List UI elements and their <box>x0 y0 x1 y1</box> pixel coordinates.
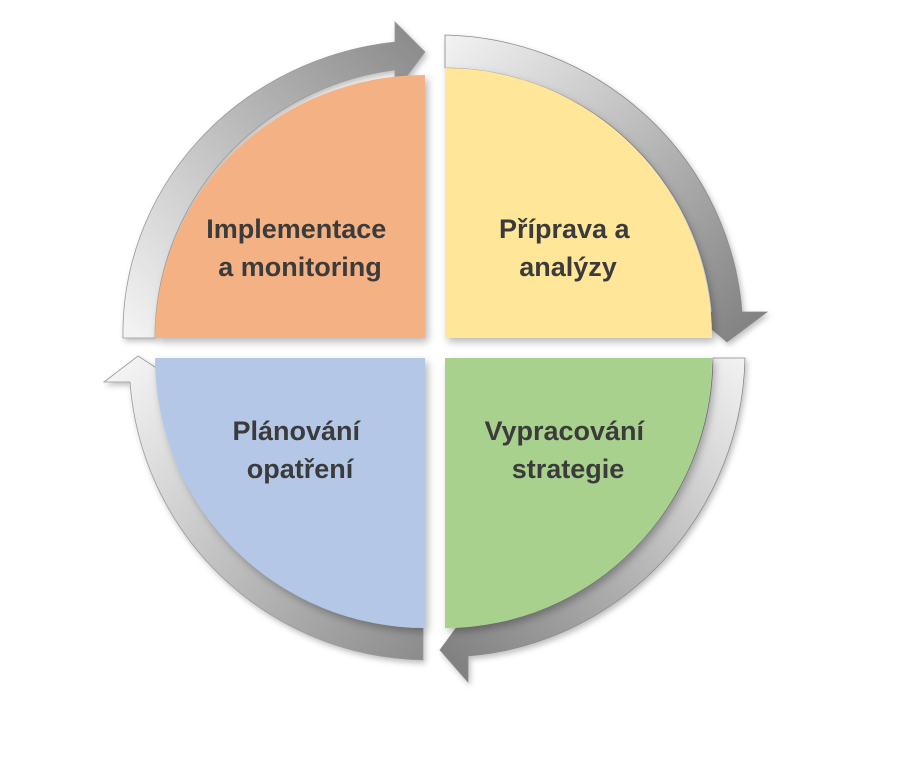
quadrant-bottom-left <box>155 358 425 628</box>
label-top-right: Příprava a analýzy <box>499 214 637 282</box>
quadrant-bottom-right <box>445 358 712 628</box>
quadrant-top-right <box>445 68 712 338</box>
label-bottom-right-line-2: strategie <box>512 454 625 484</box>
label-bottom-left: Plánování opatření <box>232 416 367 484</box>
label-bottom-left-line-1: Plánování <box>232 416 361 446</box>
label-top-left-line-1: Implementace <box>206 214 386 244</box>
label-bottom-left-line-2: opatření <box>247 454 355 484</box>
arrow-top-left <box>122 21 426 339</box>
label-top-right-line-1: Příprava a <box>499 214 631 244</box>
label-bottom-right: Vypracování strategie <box>484 416 651 484</box>
label-bottom-right-line-1: Vypracování <box>484 416 645 446</box>
label-top-right-line-2: analýzy <box>519 252 617 282</box>
label-top-left: Implementace a monitoring <box>206 214 394 282</box>
arrow-bottom-right <box>439 357 746 684</box>
label-top-left-line-2: a monitoring <box>218 252 382 282</box>
quadrant-top-left <box>155 75 425 338</box>
